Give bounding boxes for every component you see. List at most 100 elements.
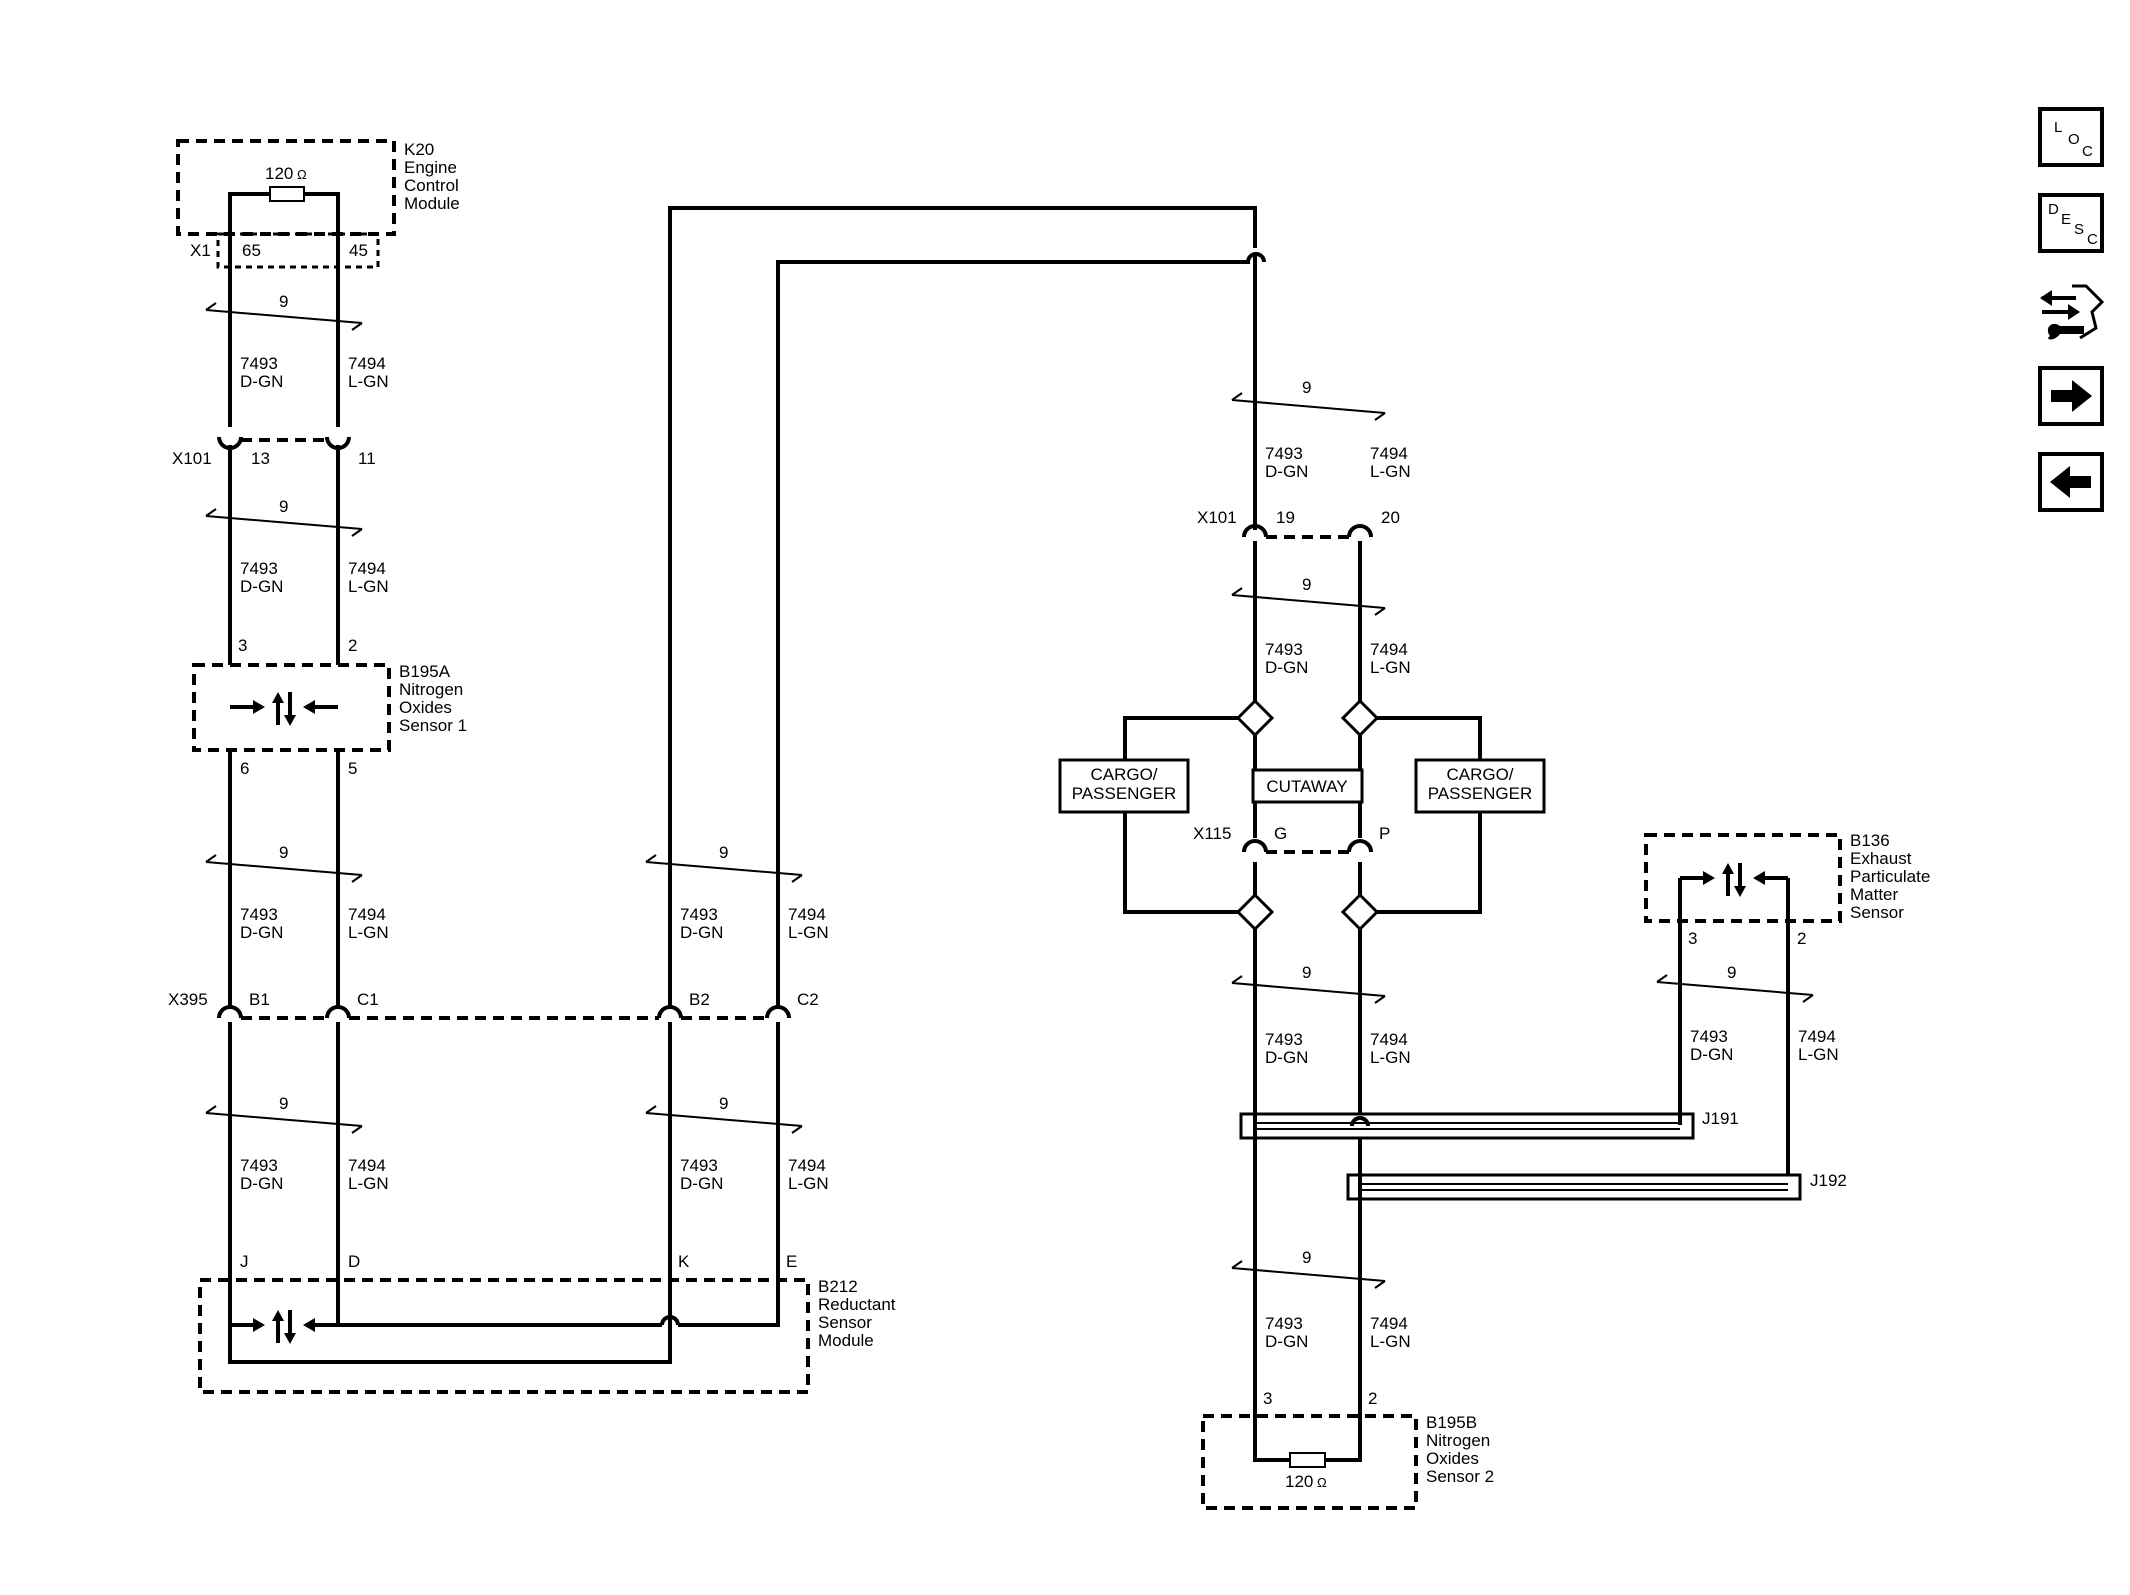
color-d-gn: D-GN [240, 372, 283, 391]
k20-pin-45: 45 [349, 241, 368, 260]
circuit-7494: 7494 [788, 905, 826, 924]
color-d-gn: D-GN [240, 577, 283, 596]
circuit-7493: 7493 [240, 905, 278, 924]
b212-pin-e: E [786, 1252, 797, 1271]
b136-name-line2: Particulate [1850, 867, 1930, 886]
next-arrow-icon [2051, 380, 2092, 412]
option-branch-wiring [1123, 716, 1482, 914]
option-cutaway[interactable] [1251, 768, 1364, 804]
x101-right-connector[interactable] [1242, 524, 1373, 555]
twist-count: 9 [1302, 963, 1311, 982]
color-d-gn: D-GN [680, 923, 723, 942]
wire-7494-middle-upper[interactable] [776, 260, 1250, 1008]
connector-tool-button[interactable] [2036, 278, 2108, 350]
color-l-gn: L-GN [348, 372, 389, 391]
circuit-7493: 7493 [240, 1156, 278, 1175]
j192-splice[interactable] [1346, 1173, 1802, 1201]
color-l-gn: L-GN [1370, 1048, 1411, 1067]
k20-pin-65: 65 [242, 241, 261, 260]
option-cargo-passenger-right[interactable] [1414, 758, 1546, 814]
desc-button[interactable]: D E S C [2038, 193, 2104, 253]
x101-right-pin-19: 19 [1276, 508, 1295, 527]
wire-7493-middle-upper[interactable] [668, 206, 1257, 1008]
j191-splice[interactable] [1239, 1100, 1695, 1140]
twist-marker [1231, 975, 1386, 1004]
splice-diamond [1340, 698, 1380, 738]
circuit-7494: 7494 [348, 354, 386, 373]
color-l-gn: L-GN [348, 577, 389, 596]
twist-marker [1231, 392, 1386, 421]
x101-left-pin-11: 11 [358, 449, 376, 468]
b195a-pin-2: 2 [348, 636, 357, 655]
x115-connector[interactable] [1242, 839, 1373, 854]
b136-transceiver-icon [1680, 863, 1788, 897]
splice-diamond [1235, 698, 1275, 738]
circuit-7494: 7494 [348, 905, 386, 924]
splice-diamond [1340, 892, 1380, 932]
b136-name-line3: Matter [1850, 885, 1899, 904]
b212-pin-k: K [678, 1252, 690, 1271]
b195a-id: B195A [399, 662, 451, 681]
b136-id: B136 [1850, 831, 1890, 850]
desc-letter-d: D [2048, 201, 2059, 218]
previous-button[interactable] [2038, 452, 2104, 512]
color-l-gn: L-GN [348, 1174, 389, 1193]
j191-label: J191 [1702, 1109, 1739, 1128]
b195a-name-line3: Sensor 1 [399, 716, 467, 735]
b212-name-line3: Module [818, 1331, 874, 1350]
color-l-gn: L-GN [788, 923, 829, 942]
circuit-7493: 7493 [240, 559, 278, 578]
x101-right-pin-20: 20 [1381, 508, 1400, 527]
next-button[interactable] [2038, 366, 2104, 426]
circuit-7494: 7494 [788, 1156, 826, 1175]
b195a-pin-5: 5 [348, 759, 357, 778]
b136-pin-2: 2 [1797, 929, 1806, 948]
twist-count: 9 [279, 1094, 288, 1113]
x395-label: X395 [168, 990, 208, 1009]
circuit-7493: 7493 [1265, 640, 1303, 659]
b136-name-line4: Sensor [1850, 903, 1904, 922]
option-cargo-right-line2: PASSENGER [1428, 784, 1533, 803]
option-cargo-passenger-left[interactable] [1058, 758, 1190, 814]
b195a-transceiver-icon [230, 692, 338, 726]
circuit-7494: 7494 [348, 559, 386, 578]
k20-resistor-label: 120 [265, 164, 293, 183]
b195b-ohm-symbol: Ω [1317, 1475, 1327, 1490]
option-cutaway-label: CUTAWAY [1266, 777, 1347, 796]
circuit-7493: 7493 [1265, 444, 1303, 463]
k20-resistor: 120 Ω [228, 164, 340, 270]
b195b-resistor [1253, 1416, 1362, 1468]
b195b-name-line2: Oxides [1426, 1449, 1479, 1468]
b195a-name-line2: Oxides [399, 698, 452, 717]
b195b-name-line1: Nitrogen [1426, 1431, 1490, 1450]
desc-letter-c: C [2087, 231, 2098, 248]
twist-count: 9 [279, 292, 288, 311]
color-d-gn: D-GN [1265, 1048, 1308, 1067]
b136-pin-3: 3 [1688, 929, 1697, 948]
b195b-name-line3: Sensor 2 [1426, 1467, 1494, 1486]
loc-button[interactable]: L O C [2038, 107, 2104, 167]
x395-pin-c1: C1 [357, 990, 379, 1009]
circuit-7493: 7493 [680, 1156, 718, 1175]
circuit-7493: 7493 [1265, 1314, 1303, 1333]
b195b-sensor-box[interactable] [1201, 1414, 1418, 1510]
circuit-7494: 7494 [1370, 444, 1408, 463]
circuit-7493: 7493 [1265, 1030, 1303, 1049]
x395-pin-b1: B1 [249, 990, 270, 1009]
twist-marker [205, 1105, 363, 1134]
circuit-7494: 7494 [348, 1156, 386, 1175]
b195a-sensor-box[interactable] [192, 663, 391, 752]
circuit-7494: 7494 [1370, 640, 1408, 659]
color-l-gn: L-GN [1798, 1045, 1839, 1064]
k20-name-line1: Engine [404, 158, 457, 177]
b136-sensor-box[interactable] [1644, 833, 1842, 923]
x101-left-connector[interactable] [217, 436, 351, 465]
color-d-gn: D-GN [1265, 1332, 1308, 1351]
x395-connector[interactable] [217, 1005, 791, 1040]
b212-transceiver-icon [230, 1310, 338, 1344]
b195b-id: B195B [1426, 1413, 1477, 1432]
twist-count: 9 [1302, 378, 1311, 397]
b212-name-line1: Reductant [818, 1295, 896, 1314]
desc-letter-e: E [2061, 211, 2072, 228]
splice-diamond [1235, 892, 1275, 932]
